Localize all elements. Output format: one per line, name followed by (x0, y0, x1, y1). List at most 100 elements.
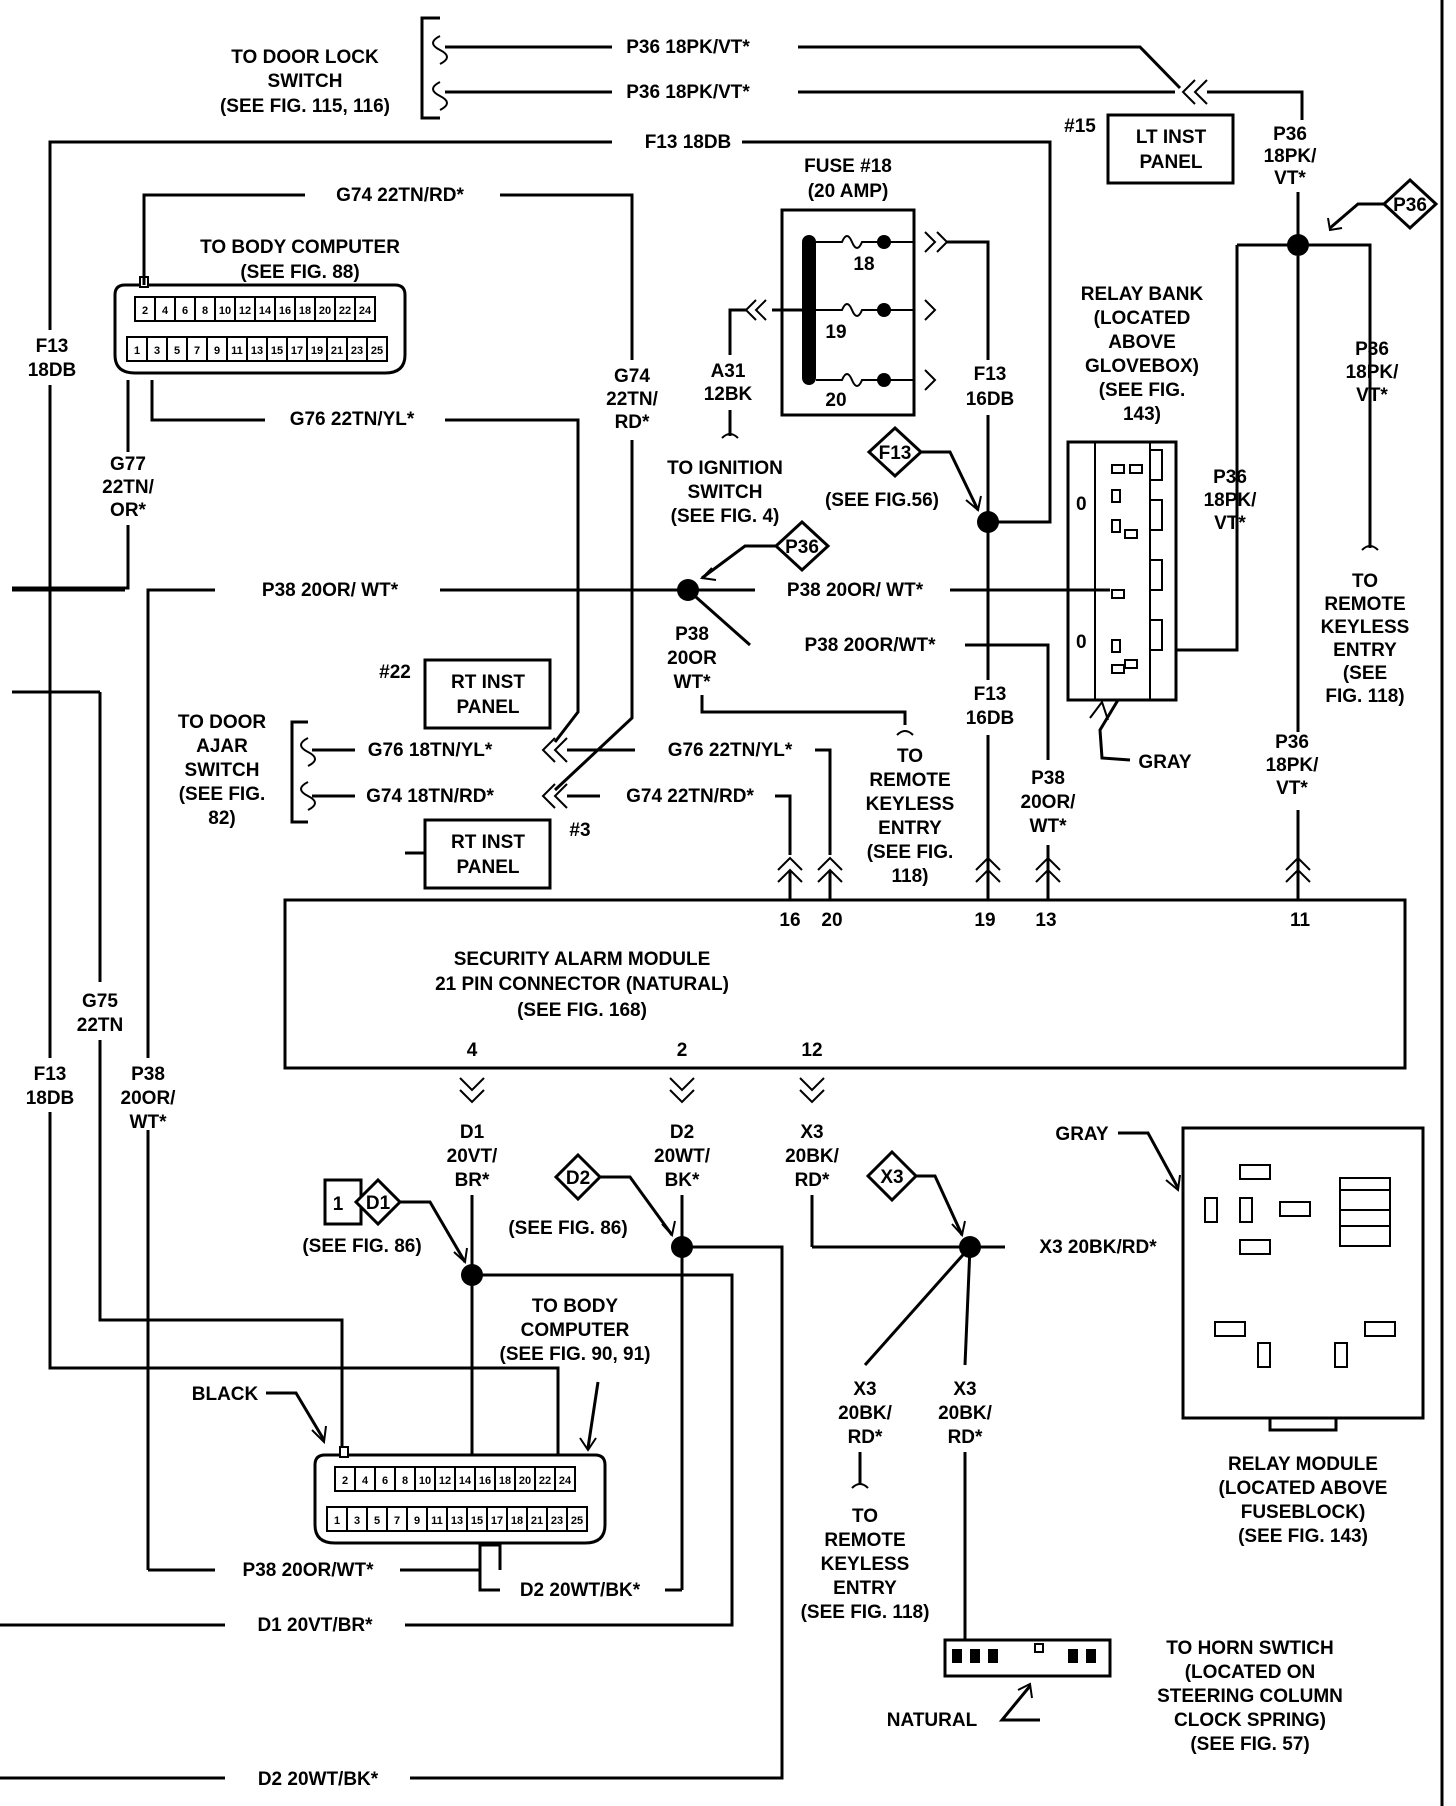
f13-left-l2: 18DB (28, 360, 77, 381)
d2-footer-bg (225, 1760, 410, 1790)
wire-x3-label: X3 20BK/RD* (1039, 1237, 1157, 1258)
body-computer-low-arrow (586, 1381, 600, 1449)
a31-l2: 12BK (704, 384, 753, 405)
wire-g76-down (445, 418, 580, 743)
rke-mid-l4: ENTRY (878, 818, 942, 839)
rke-mid-l5: (SEE FIG. (867, 842, 954, 863)
bc-top-pin-bottom-label: 1 (134, 345, 140, 357)
relay-bank-l1: RELAY BANK (1081, 284, 1204, 305)
bc-top-pin-bottom-label: 7 (194, 345, 200, 357)
black-arrowhead (311, 1425, 327, 1445)
body-computer-low-l3: (SEE FIG. 90, 91) (500, 1344, 651, 1365)
splice-tag-d1: 1 D1 (323, 1177, 468, 1265)
d2-l3: BK* (665, 1170, 700, 1191)
rke-mid-l1: TO (897, 746, 923, 767)
door-lock-line3: (SEE FIG. 115, 116) (220, 96, 390, 117)
svg-text:1: 1 (333, 1194, 344, 1215)
svg-text:P36: P36 (785, 537, 819, 558)
body-computer-top-l2: (SEE FIG. 88) (240, 262, 359, 283)
wire-d1-bottom-label: D1 20VT/BR* (257, 1615, 373, 1636)
p38-low-l3: WT* (130, 1112, 168, 1133)
x3a-l2: 20BK/ (838, 1403, 893, 1424)
svg-text:F13: F13 (879, 443, 912, 464)
lt-inst-panel-box (1106, 113, 1235, 185)
rke-mid-cut (896, 730, 914, 736)
wire-g77-out (12, 525, 130, 590)
f13-low-bg (18, 1058, 82, 1106)
fuse-l2: (20 AMP) (808, 181, 889, 202)
rt-inst-3-num: #3 (569, 820, 590, 841)
wire-p38-lower-label: P38 20OR/WT* (805, 635, 937, 656)
gray-module-label: GRAY (1055, 1124, 1108, 1145)
wire-p36-top-drop (1207, 90, 1304, 120)
wire-g76-mid-label: G76 22TN/YL* (290, 409, 415, 430)
f13-16db-mid-l1: F13 (974, 684, 1007, 705)
g74-l3: RD* (615, 412, 650, 433)
wire-a31-down (728, 308, 746, 355)
rke-low-l1: TO (852, 1506, 878, 1527)
f13-left-bg (22, 330, 78, 385)
wire-p38-left-label: P38 20OR/ WT* (262, 580, 399, 601)
bc-low-pin-top-label: 22 (539, 1475, 551, 1487)
wire-f13-16db-top (947, 240, 990, 360)
rke-right-l6: FIG. 118) (1325, 686, 1404, 707)
wire-p36-a-label: P36 18PK/VT* (626, 37, 750, 58)
bc-top-pin-bottom-label: 13 (251, 345, 263, 357)
module-pin-12: 12 (801, 1040, 822, 1061)
relay-module-l2: (LOCATED ABOVE (1219, 1478, 1388, 1499)
wire-f13-top-label: F13 18DB (645, 132, 732, 153)
p36-relay-l3: VT* (1214, 513, 1246, 534)
a31-l1: A31 (711, 361, 746, 382)
relay-bank-l4: GLOVEBOX) (1085, 356, 1199, 377)
bc-top-pin-bottom-label: 15 (271, 345, 283, 357)
p36-pin11-l3: VT* (1276, 778, 1308, 799)
rke-low-l2: REMOTE (824, 1530, 905, 1551)
bc-top-pin-bottom-label: 3 (154, 345, 160, 357)
door-ajar-l4: (SEE FIG. (179, 784, 266, 805)
bc-top-pin-top-label: 14 (259, 305, 272, 317)
fuse-l1: FUSE #18 (804, 156, 892, 177)
module-pin-11: 11 (1290, 910, 1311, 931)
wire-p38-rke (700, 695, 907, 725)
p38-splice-l2: 20OR (667, 648, 717, 669)
see-fig-86-a: (SEE FIG. 86) (302, 1236, 421, 1257)
module-pin-16: 16 (779, 910, 800, 931)
bc-top-pin-top-label: 18 (299, 305, 311, 317)
g74-l1: G74 (614, 366, 650, 387)
door-ajar-switch-symbols (300, 737, 316, 811)
bc-low-pin-top-label: 14 (459, 1475, 472, 1487)
connector-g74 (541, 783, 568, 809)
svg-text:D1: D1 (366, 1193, 391, 1214)
door-lock-bracket (420, 16, 440, 120)
wire-p36-b-label: P36 18PK/VT* (626, 82, 750, 103)
bc-top-pin-bottom-label: 21 (331, 345, 343, 357)
body-computer-low-l2: COMPUTER (521, 1320, 630, 1341)
rke-mid-l3: KEYLESS (866, 794, 955, 815)
relay-bank-l2: (LOCATED (1094, 308, 1191, 329)
gray-relay-label: GRAY (1138, 752, 1191, 773)
bc-top-pin-top-label: 8 (202, 305, 208, 317)
relay-bank-cavity-0b: 0 (1076, 632, 1087, 653)
svg-text:P36: P36 (1393, 195, 1427, 216)
horn-l1: TO HORN SWTICH (1166, 1638, 1333, 1659)
door-ajar-l5: 82) (208, 808, 235, 829)
p38-low-bg (115, 1058, 181, 1130)
fuse-num-18: 18 (853, 254, 874, 275)
svg-text:D2: D2 (566, 1168, 590, 1189)
horn-l5: (SEE FIG. 57) (1190, 1734, 1309, 1755)
wire-x3-branch-a (863, 1246, 972, 1366)
bc-top-pin-top-label: 2 (142, 305, 148, 317)
relay-bank-connector (1066, 440, 1178, 702)
rt-inst-22-box (423, 658, 552, 730)
p38-pin13-l2: 20OR/ (1021, 792, 1077, 813)
bc-low-pin-top-label: 10 (419, 1475, 431, 1487)
horn-l2: (LOCATED ON (1185, 1662, 1316, 1683)
wire-f13-to-bc (48, 900, 560, 1470)
bc-low-pin-top-label: 12 (439, 1475, 451, 1487)
wire-g74-down (553, 440, 634, 792)
bc-top-pin-bottom-label: 5 (174, 345, 180, 357)
bc-low-pin-top-label: 18 (499, 1475, 511, 1487)
wire-d2-bottom-left (478, 1570, 500, 1592)
wire-f13-right (742, 140, 1052, 524)
